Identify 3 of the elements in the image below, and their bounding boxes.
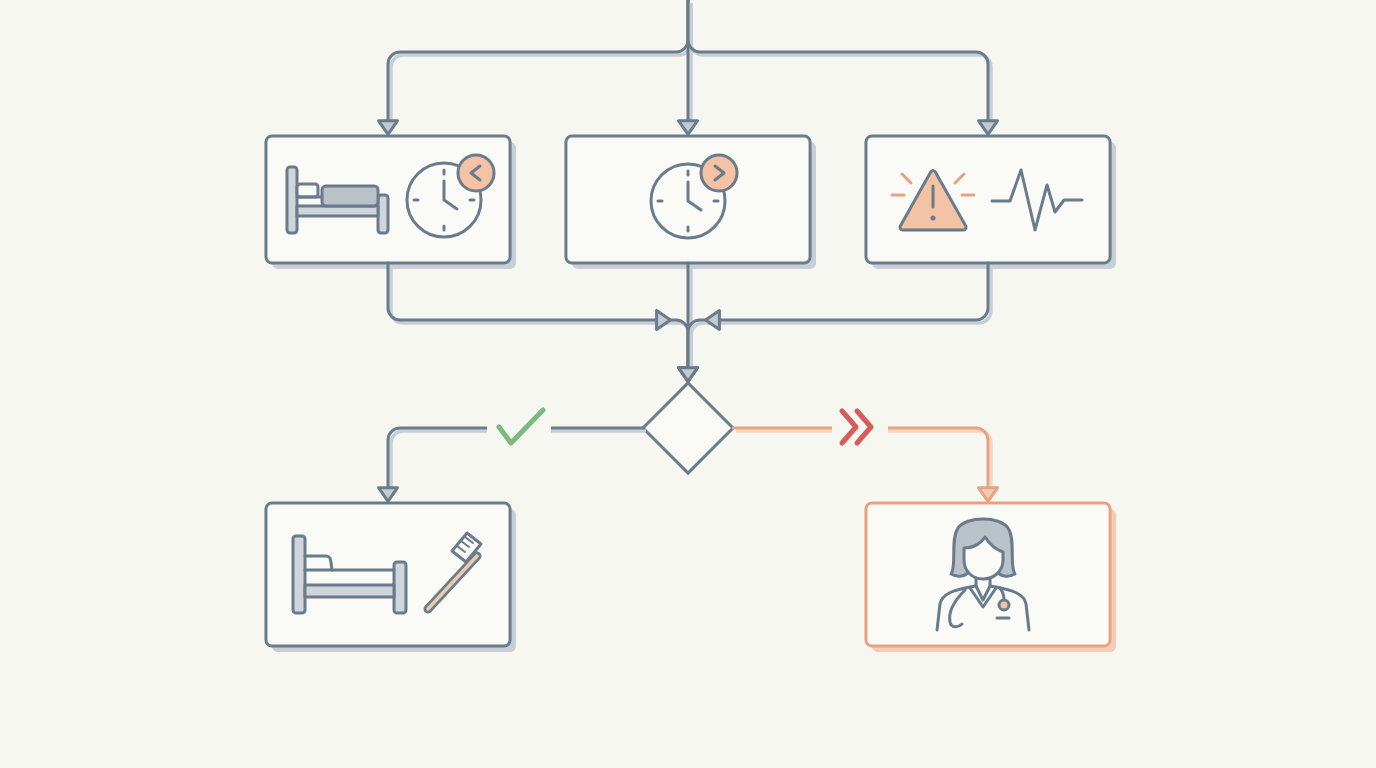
arrow: [676, 261, 993, 383]
process-box: [864, 134, 1116, 269]
arrow: [686, 0, 1000, 136]
